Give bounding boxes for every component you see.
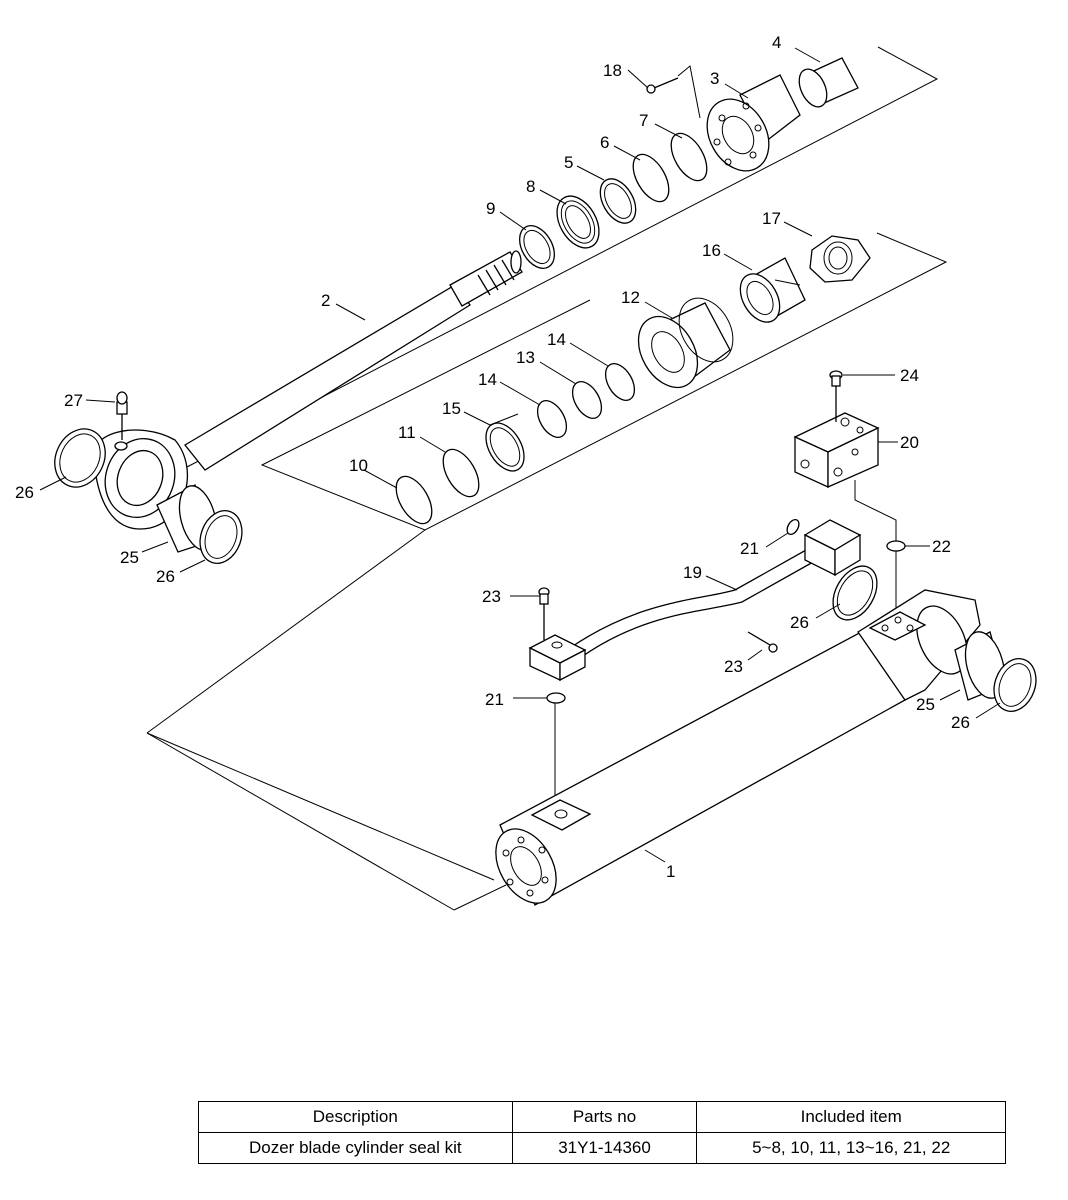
backup-ring-11 (442, 448, 480, 498)
socket-bolt-24 (829, 370, 843, 422)
table-row: Dozer blade cylinder seal kit 31Y1-14360… (198, 1132, 1006, 1164)
wear-ring-14-upper (604, 363, 636, 401)
callout-24: 24 (900, 366, 919, 385)
socket-bolt-23-right (747, 631, 778, 653)
buffer-ring-5 (599, 178, 637, 224)
callout-5: 5 (564, 153, 573, 172)
hydraulic-pipe (528, 519, 862, 682)
callout-14-lower: 14 (478, 370, 497, 389)
dust-ring-13 (571, 381, 603, 419)
callout-13: 13 (516, 348, 535, 367)
header-description: Description (198, 1101, 513, 1133)
o-ring-6 (632, 153, 670, 203)
dust-seal-mid (832, 565, 878, 621)
callout-22: 22 (932, 537, 951, 556)
seal-kit-table: Description Parts no Included item Dozer… (198, 1101, 1006, 1164)
o-ring-7 (670, 132, 708, 182)
header-parts-no: Parts no (511, 1101, 698, 1133)
callout-15: 15 (442, 399, 461, 418)
callout-4: 4 (772, 33, 781, 52)
callout-27: 27 (64, 391, 83, 410)
callout-21-lower: 21 (485, 690, 504, 709)
o-ring-21-upper (786, 518, 800, 536)
callout-26-lower-left: 26 (156, 567, 175, 586)
callout-21-upper: 21 (740, 539, 759, 558)
callout-12: 12 (621, 288, 640, 307)
callout-26-mid: 26 (790, 613, 809, 632)
piston-rod (92, 250, 523, 530)
callout-8: 8 (526, 177, 535, 196)
cell-description: Dozer blade cylinder seal kit (198, 1132, 513, 1164)
callout-1: 1 (666, 862, 675, 881)
rod-cover (706, 74, 801, 172)
rod-seal-8 (556, 195, 600, 249)
callout-19: 19 (683, 563, 702, 582)
cell-included-item: 5~8, 10, 11, 13~16, 21, 22 (696, 1132, 1006, 1164)
rod-bushing (798, 57, 859, 108)
header-included-item: Included item (696, 1101, 1006, 1133)
dust-seal-left-rear (54, 428, 106, 488)
callout-labels: 1 2 3 4 5 6 7 8 9 10 11 12 13 14 14 15 1… (15, 33, 970, 881)
callout-6: 6 (600, 133, 609, 152)
dust-seal-right (993, 658, 1037, 712)
dust-seal-left-front (199, 510, 243, 564)
wear-ring-14-lower (536, 400, 568, 438)
callout-23-left: 23 (482, 587, 501, 606)
check-valve-block (793, 412, 880, 489)
piston (637, 297, 734, 389)
cylinder-tube (495, 589, 981, 906)
leader-lines (39, 47, 1001, 863)
callout-18: 18 (603, 61, 622, 80)
callout-17: 17 (762, 209, 781, 228)
callout-26-left: 26 (15, 483, 34, 502)
callout-2: 2 (321, 291, 330, 310)
callout-20: 20 (900, 433, 919, 452)
callout-7: 7 (639, 111, 648, 130)
callout-26-right: 26 (951, 713, 970, 732)
rod-wiper-9 (519, 225, 555, 269)
o-ring-22 (854, 480, 906, 615)
callout-16: 16 (702, 241, 721, 260)
grease-nipple (116, 391, 128, 440)
socket-bolt-18 (646, 65, 701, 119)
exploded-parts-diagram: 1 2 3 4 5 6 7 8 9 10 11 12 13 14 14 15 1… (15, 33, 1037, 911)
callout-23-right: 23 (724, 657, 743, 676)
piston-nut (809, 235, 871, 283)
upper-reference-frame (184, 46, 939, 469)
callout-11: 11 (398, 423, 416, 442)
callout-14-upper: 14 (547, 330, 566, 349)
callout-10: 10 (349, 456, 368, 475)
callout-9: 9 (486, 199, 495, 218)
callout-25-upper: 25 (120, 548, 139, 567)
callout-25-lower: 25 (916, 695, 935, 714)
piston-seal-15 (485, 413, 525, 472)
o-ring-10 (395, 475, 433, 525)
callout-3: 3 (710, 69, 719, 88)
middle-reference-frame (146, 232, 948, 911)
table-header-row: Description Parts no Included item (198, 1101, 1006, 1133)
socket-bolt-23-left (538, 587, 550, 640)
cushion-ring (739, 257, 806, 323)
cell-parts-no: 31Y1-14360 (511, 1132, 698, 1164)
